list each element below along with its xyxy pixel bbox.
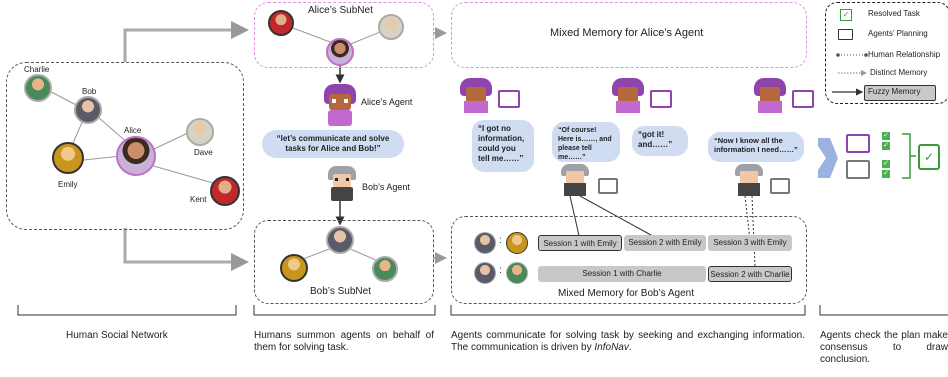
legend-distinct: Distinct Memory [870, 68, 928, 77]
legend-planning: Agents’ Planning [868, 29, 928, 38]
caption-social-network: Human Social Network [66, 330, 168, 341]
consensus-book-gray [846, 160, 870, 179]
session-emily-3: Session 3 with Emily [708, 235, 792, 251]
bob-memory-box [451, 216, 807, 304]
social-network-box [6, 62, 244, 230]
subnet-avatar-kent [268, 10, 294, 36]
label-charlie: Charlie [24, 65, 50, 74]
dialog-bubble-1: “I got no information, could you tell me… [472, 120, 534, 172]
label-bob: Bob [82, 87, 97, 96]
caption-consensus: Agents check the plan make consensus to … [820, 330, 948, 365]
consensus-book-purple [846, 134, 870, 153]
alice-subnet-box [254, 2, 434, 68]
alice-agent-2 [610, 78, 646, 114]
subnet-avatar-dave [378, 14, 404, 40]
bob-agent-sprite [326, 166, 358, 204]
legend-fuzzy: Fuzzy Memory [868, 87, 921, 96]
memory-avatar-bob-2 [474, 262, 496, 284]
alice-agent-sprite [320, 84, 360, 128]
check-icon: ✓ [882, 160, 890, 168]
arrow-to-alice-subnet [123, 21, 249, 62]
check-icon: ✓ [882, 142, 890, 150]
bob-subnet-box [254, 220, 434, 304]
avatar-emily [52, 142, 84, 174]
avatar-dave [186, 118, 214, 146]
legend-fuzzy-box [864, 85, 936, 101]
label-alice: Alice [124, 126, 142, 135]
bob-agent-1 [560, 164, 590, 198]
legend-box [825, 2, 948, 104]
check-icon: ✓ [882, 132, 890, 140]
bob-subnet-avatar-emily [280, 254, 308, 282]
memory-avatar-charlie [506, 262, 528, 284]
request-bubble: “let’s communicate and solve tasks for A… [262, 130, 404, 158]
book-icon [770, 178, 790, 194]
consensus-bracket [902, 133, 916, 179]
bob-agent-label: Bob’s Agent [362, 182, 410, 192]
book-icon [598, 178, 618, 194]
session-emily-2: Session 2 with Emily [624, 235, 706, 251]
alice-agent-label: Alice’s Agent [361, 97, 413, 107]
big-blue-arrow [818, 138, 838, 178]
avatar-kent [210, 176, 240, 206]
avatar-charlie [24, 74, 52, 102]
session-charlie-2: Session 2 with Charlie [708, 266, 792, 282]
colon: : [499, 265, 502, 276]
legend-resolved: Resolved Task [868, 9, 920, 18]
dialog-bubble-3: “got it! and……” [632, 126, 688, 156]
caption-memory: Agents communicate for solving task by s… [451, 330, 805, 354]
label-kent: Kent [190, 195, 207, 204]
alice-memory-box [451, 2, 807, 68]
dialog-bubble-2: “Of course! Here is……, and please tell m… [552, 122, 620, 162]
caption-memory-text: Agents communicate for solving task by s… [451, 330, 805, 353]
alice-agent-3 [752, 78, 788, 114]
caption-subnets: Humans summon agents on behalf of them f… [254, 330, 434, 353]
dialog-bubble-4: “Now I know all the information I need……… [708, 132, 804, 162]
alice-agent-1 [458, 78, 494, 114]
book-icon [650, 90, 672, 108]
avatar-bob [74, 96, 102, 124]
bob-subnet-avatar-charlie [372, 256, 398, 282]
bob-subnet-avatar-bob [326, 226, 354, 254]
resolved-task-icon: ✓ [840, 9, 852, 21]
subnet-avatar-alice [326, 38, 354, 66]
bob-agent-2 [734, 164, 764, 198]
caption-memory-end: . [628, 342, 632, 353]
avatar-alice [116, 136, 156, 176]
alice-memory-title: Mixed Memory for Alice’s Agent [550, 27, 704, 39]
colon: : [499, 235, 502, 246]
alice-subnet-title: Alice’s SubNet [308, 5, 373, 16]
memory-avatar-bob-1 [474, 232, 496, 254]
session-emily-1: Session 1 with Emily [538, 235, 622, 251]
caption-memory-infonav: InfoNav [594, 342, 629, 353]
memory-avatar-emily [506, 232, 528, 254]
bob-memory-title: Mixed Memory for Bob’s Agent [558, 288, 694, 299]
book-icon [792, 90, 814, 108]
clipboard-check-icon: ✓ [918, 144, 940, 170]
arrow-to-bob-subnet [123, 228, 249, 271]
bob-subnet-title: Bob’s SubNet [310, 286, 371, 297]
legend-relationship: Human Relationship [868, 50, 941, 59]
session-charlie-1: Session 1 with Charlie [538, 266, 706, 282]
check-icon: ✓ [882, 170, 890, 178]
label-emily: Emily [58, 180, 78, 189]
book-icon [498, 90, 520, 108]
label-dave: Dave [194, 148, 213, 157]
planning-book-icon [838, 29, 853, 40]
